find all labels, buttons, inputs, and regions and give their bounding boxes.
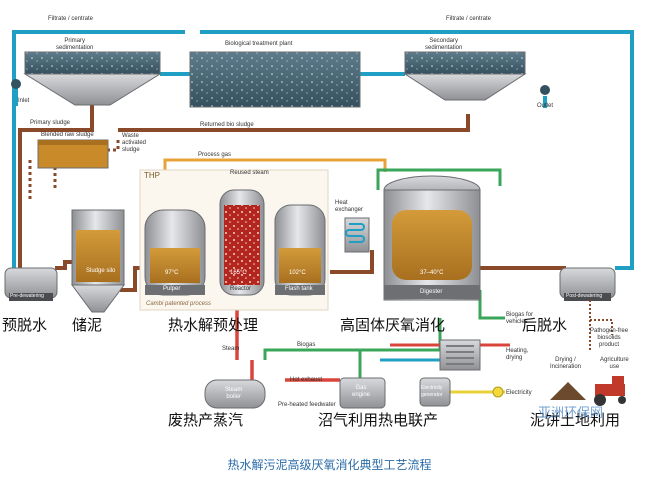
label-hot-exhaust: Hot exhaust [290, 377, 323, 383]
cn-label-digestion: 高固体厌氧消化 [340, 316, 446, 334]
tractor-icon [594, 376, 626, 406]
cn-label-waste-heat-steam: 废热产蒸汽 [168, 411, 244, 429]
label-returned-bio-sludge: Returned bio sludge [200, 122, 254, 128]
inlet-valve [11, 79, 21, 89]
outlet-valve [540, 85, 550, 95]
primary-sedimentation-tank [23, 51, 162, 106]
label-outlet: Outlet [537, 103, 554, 109]
cn-label-post-dewatering: 后脱水 [522, 316, 568, 334]
label-filtrate-right: Filtrate / centrate [446, 16, 492, 22]
label-reused-steam: Reused steam [230, 170, 269, 176]
watermark: 亚洲环保网 [538, 406, 604, 421]
cn-label-thp: 热水解预处理 [168, 316, 259, 334]
label-waste-activated-sludge: Waste activated sludge [122, 133, 147, 153]
label-filtrate-left: Filtrate / centrate [48, 16, 94, 22]
waste-sludge-dotted [28, 140, 120, 200]
filtrate-line [12, 30, 634, 270]
figure-caption: 热水解污泥高级厌氧消化典型工艺流程 [227, 458, 432, 472]
label-cambi: Cambi patented process [146, 301, 212, 307]
biosolids-dotted [589, 300, 613, 350]
label-biological-plant: Biological treatment plant [225, 41, 293, 47]
label-process-gas: Process gas [198, 152, 232, 158]
pulper-tank [144, 209, 206, 296]
label-temp-102: 102°C [289, 270, 306, 276]
label-reactor: Reactor [230, 286, 252, 292]
label-preheated-feedwater: Pre-heated feedwater [278, 402, 336, 408]
secondary-sedimentation-tank [403, 51, 527, 101]
biosolids-pile-icon [550, 382, 586, 400]
label-pre-dewatering: Pre-dewatering [10, 293, 44, 299]
gas-engine [339, 377, 386, 409]
process-flow-diagram [4, 30, 634, 409]
label-flash-tank: Flash tank [285, 286, 313, 292]
electricity-bulb-icon [492, 386, 504, 398]
electricity-generator [419, 377, 451, 407]
label-pulper: Pulper [163, 286, 181, 292]
sludge-silo [71, 209, 125, 313]
cn-label-storage: 储泥 [72, 316, 103, 334]
label-heat-exchanger: Heat exchanger [335, 200, 364, 213]
label-temp-97: 97°C [165, 270, 179, 276]
cn-label-land-use: 泥饼土地利用 [530, 411, 621, 429]
label-agriculture: Agriculture use [600, 357, 629, 370]
label-inlet: Inlet [18, 98, 30, 104]
label-electricity: Electricity [506, 390, 532, 396]
label-secondary-sedimentation: Secondary sedimentation [425, 38, 463, 51]
label-blended-raw-sludge: Blended raw sludge [41, 132, 94, 138]
label-primary-sedimentation: Primary sedimentation [56, 38, 94, 51]
label-thp: THP [144, 171, 160, 180]
pre-dewatering-unit [4, 267, 58, 301]
label-electricity-generator: Electricity generator [421, 385, 443, 398]
label-steam-boiler: Steam boiler [225, 387, 243, 400]
steam-boiler [204, 379, 266, 409]
label-primary-sludge: Primary sludge [30, 120, 71, 126]
cn-label-pre-dewatering: 预脱水 [2, 316, 48, 334]
label-gas-engine: Gas engine [352, 385, 371, 398]
label-digester: Digester [420, 289, 443, 295]
cn-label-chp: 沼气利用热电联产 [318, 411, 439, 429]
reactor-tank [219, 189, 265, 296]
label-pathogen-free: Pathogen-free biosolids product [590, 328, 629, 348]
blended-sludge-tank [37, 139, 109, 169]
label-heating-drying: Heating, drying [506, 348, 529, 361]
label-post-dewatering: Post-dewatering [566, 293, 603, 299]
label-biogas-vehicles: Biogas for vehicles [506, 312, 534, 325]
heat-exchanger [344, 217, 370, 253]
label-drying-incineration: Drying / Incineration [550, 357, 582, 370]
digester [383, 175, 481, 301]
label-temp-165: 165°C [230, 270, 247, 276]
biological-treatment-plant [189, 51, 361, 108]
post-dewatering-unit [559, 267, 616, 301]
label-temp-37-40: 37–40°C [420, 270, 444, 276]
flash-tank [274, 204, 326, 296]
label-sludge-silo: Sludge silo [86, 268, 116, 274]
label-biogas: Biogas [297, 342, 316, 348]
heating-radiator [439, 339, 481, 371]
label-steam: Steam [222, 346, 240, 352]
